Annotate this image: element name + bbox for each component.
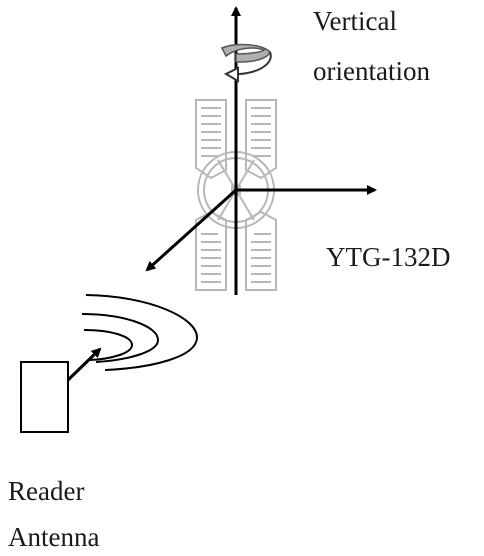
signal-waves-icon [81, 294, 199, 371]
reader-antenna-icon [20, 361, 69, 433]
reader-label-line1: Reader [8, 476, 85, 506]
orientation-label-line2: orientation [313, 56, 430, 86]
signal-arrow [66, 347, 102, 382]
reader-label-line2: Antenna [8, 522, 100, 552]
tag-model-label: YTG-132D [326, 242, 451, 272]
rotation-icon [220, 43, 272, 83]
depth-axis-arrow [145, 188, 238, 272]
orientation-label-line1: Vertical [313, 6, 397, 36]
